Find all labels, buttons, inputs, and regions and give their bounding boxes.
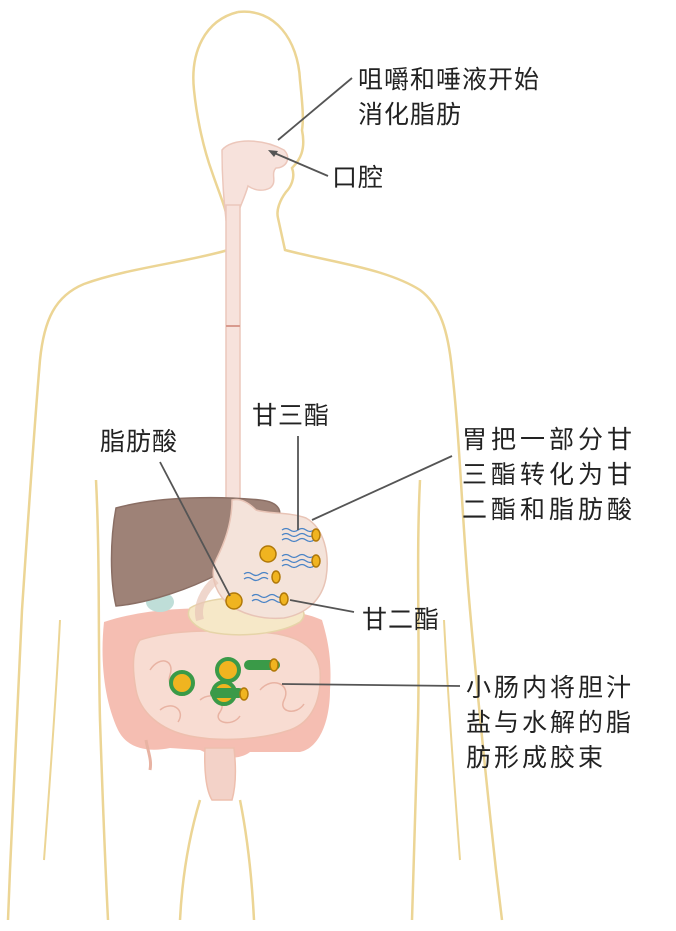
fat-droplet-icon bbox=[311, 554, 321, 568]
left-arm-inner bbox=[43, 619, 61, 861]
rectum bbox=[204, 747, 237, 801]
label-intestine-note: 小肠内将胆汁 盐与水解的脂 肪形成胶束 bbox=[466, 673, 635, 772]
label-stomach-note: 胃把一部分甘 三酯转化为甘 二酯和脂肪酸 bbox=[462, 425, 637, 524]
fat-droplet-icon bbox=[271, 570, 281, 584]
micelle-icon bbox=[169, 670, 195, 696]
label-fatty-acid: 脂肪酸 bbox=[100, 427, 179, 456]
duodenum bbox=[195, 576, 219, 622]
torso-right-inner bbox=[410, 479, 422, 921]
label-triglyceride: 甘三酯 bbox=[252, 401, 331, 430]
label-oral-cavity: 口腔 bbox=[332, 163, 385, 192]
fat-droplet-icon bbox=[279, 592, 289, 606]
micelle-icon bbox=[215, 657, 241, 683]
leader-diglyceride bbox=[289, 599, 355, 613]
fat-droplet-icon bbox=[239, 687, 249, 701]
body-outline-right bbox=[237, 10, 504, 921]
label-chewing-saliva: 咀嚼和唾液开始 消化脂肪 bbox=[358, 65, 541, 129]
micelle-icon bbox=[210, 688, 244, 698]
intestine-loops bbox=[149, 660, 305, 724]
esophagus bbox=[225, 204, 241, 506]
triglyceride-group bbox=[243, 527, 315, 604]
body-outline bbox=[6, 10, 239, 921]
leader-stomach bbox=[311, 455, 453, 521]
fat-droplet-icon bbox=[311, 528, 321, 542]
fat-droplet-icon bbox=[269, 658, 279, 672]
arrow-head bbox=[268, 150, 278, 157]
right-arm-inner bbox=[443, 619, 461, 861]
micelles bbox=[169, 657, 280, 706]
leader-lines bbox=[159, 77, 461, 687]
leader-mouth bbox=[277, 77, 353, 141]
legs-outline bbox=[178, 799, 256, 921]
fat-droplet-icon bbox=[225, 592, 243, 610]
leader-oral bbox=[271, 151, 329, 177]
fat-droplets bbox=[225, 528, 321, 610]
torso-left-inner bbox=[94, 479, 110, 921]
leader-fatty-acid bbox=[159, 461, 231, 597]
fat-droplet-icon bbox=[259, 545, 277, 563]
leader-intestine bbox=[281, 683, 461, 687]
appendix bbox=[144, 739, 152, 771]
label-diglyceride: 甘二酯 bbox=[362, 605, 441, 634]
